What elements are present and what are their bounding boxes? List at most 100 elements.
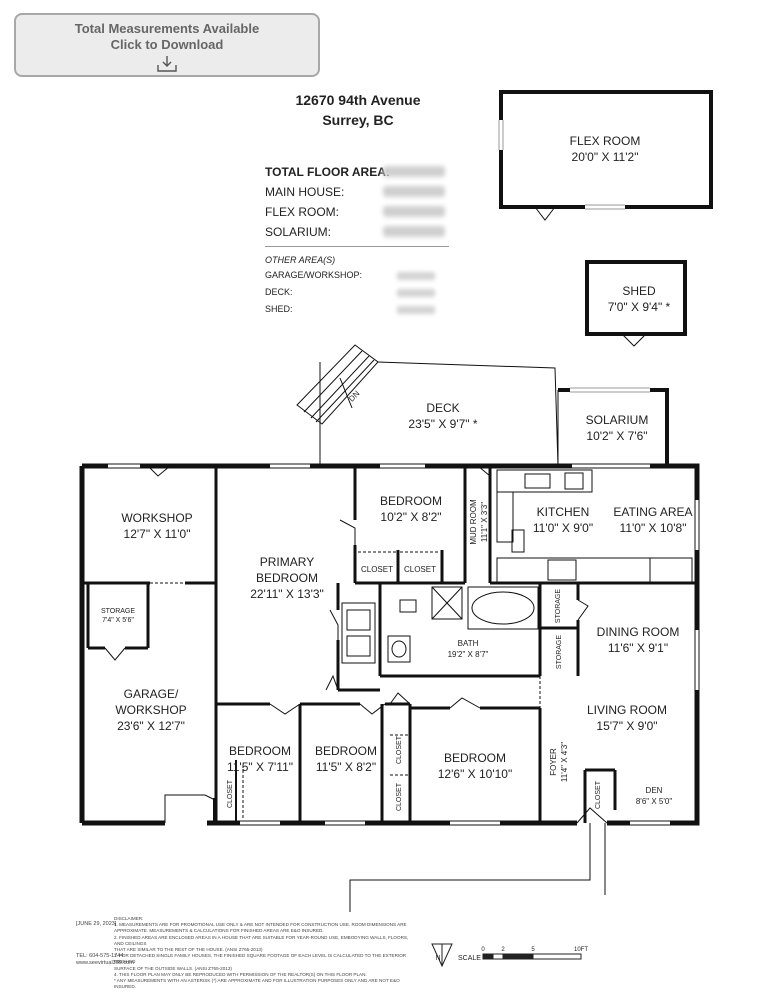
disclaimer-line: 1. MEASUREMENTS ARE FOR PROMOTIONAL USE …	[114, 922, 407, 928]
deck-row: DECK:	[265, 284, 455, 301]
total-floor-area-row: TOTAL FLOOR AREA:	[265, 162, 455, 182]
redacted-value	[383, 206, 445, 217]
kitchen-counters	[496, 469, 693, 583]
closet-label: CLOSET	[227, 779, 234, 808]
redacted-value	[397, 289, 435, 297]
main-house-label: MAIN HOUSE:	[265, 185, 345, 199]
deck-outline	[319, 361, 559, 467]
download-icon	[157, 56, 177, 72]
redacted-value	[397, 306, 435, 314]
shed-walls	[585, 260, 687, 336]
disclaimer-line: 3. FOR DETACHED SINGLE FAMILY HOUSES, TH…	[114, 953, 407, 965]
disclaimer-title: DISCLAIMER:	[114, 916, 144, 921]
other-areas-heading: OTHER AREA(S)	[265, 255, 336, 265]
deck-name: DECK	[426, 401, 459, 415]
download-button-line1: Total Measurements Available	[74, 21, 260, 36]
primary-bedroom-name2: BEDROOM	[256, 571, 318, 585]
scale-tick-0: 0	[481, 947, 485, 953]
garage-name2: WORKSHOP	[115, 703, 186, 717]
scale-tick-2: 2	[501, 947, 505, 953]
contact-info: TEL: 604-575-1744 www.seevirtual360.com	[76, 953, 134, 967]
workshop-name: WORKSHOP	[121, 511, 192, 525]
scale-tick-10: 10FT	[574, 947, 588, 953]
bedroom-3-name: BEDROOM	[444, 751, 506, 765]
bedroom-top-dims: 10'2" X 8'2"	[380, 510, 441, 524]
scale-tick-5: 5	[531, 947, 535, 953]
bedroom-1-name: BEDROOM	[229, 744, 291, 758]
compass-icon	[431, 943, 453, 968]
bath-dims: 19'2" X 8'7"	[448, 650, 489, 659]
bedroom-3-dims: 12'6" X 10'10"	[438, 767, 513, 781]
front-walkway	[349, 823, 606, 912]
garage-name1: GARAGE/	[124, 687, 179, 701]
den-dims: 8'6" X 5'0"	[636, 797, 672, 806]
disclaimer-line: * ANY MEASUREMENTS WITH AN ASTERISK (*) …	[114, 978, 400, 990]
deck-dims: 23'5" X 9'7" *	[408, 417, 477, 431]
workshop-dims: 12'7" X 11'0"	[124, 527, 191, 541]
bedroom-top-name: BEDROOM	[380, 494, 442, 508]
shed-label: SHED:	[265, 304, 293, 314]
den-name: DEN	[646, 786, 663, 795]
primary-bedroom-name1: PRIMARY	[260, 555, 314, 569]
flex-room-label: FLEX ROOM:	[265, 205, 340, 219]
total-floor-area-label: TOTAL FLOOR AREA:	[265, 165, 390, 179]
main-house-row: MAIN HOUSE:	[265, 182, 455, 202]
divider	[265, 246, 449, 247]
storage-garage-name: STORAGE	[101, 608, 135, 615]
living-room-dims: 15'7" X 9'0"	[596, 719, 657, 733]
mud-room-dims: 11'1" X 3'3"	[480, 502, 489, 542]
garage-label: GARAGE/WORKSHOP:	[265, 270, 363, 280]
deck-label: DECK:	[265, 287, 293, 297]
eating-area-dims: 11'0" X 10'8"	[620, 521, 687, 535]
deck-stairs	[296, 344, 379, 425]
solarium-name: SOLARIUM	[586, 413, 649, 427]
disclaimer-line: APPROXIMATE. MEASUREMENTS & CALCULATIONS…	[114, 928, 324, 934]
solarium-walls	[558, 388, 669, 466]
scale-bar	[482, 953, 582, 960]
foyer-dims: 11'4" X 4'3"	[560, 742, 569, 782]
solarium-label: SOLARIUM:	[265, 225, 332, 239]
closet-label: CLOSET	[396, 735, 403, 764]
disclaimer: DISCLAIMER: 1. MEASUREMENTS ARE FOR PROM…	[114, 916, 414, 990]
redacted-value	[383, 166, 445, 177]
garage-row: GARAGE/WORKSHOP:	[265, 267, 455, 284]
mud-room-name: MUD ROOM	[469, 499, 478, 545]
solarium-dims: 10'2" X 7'6"	[586, 429, 647, 443]
disclaimer-line: SURFACE OF THE OUTSIDE WALLS. (ANSI Z765…	[114, 965, 232, 971]
shed-name: SHED	[622, 284, 656, 298]
shed-dims: 7'0" X 9'4" *	[608, 300, 671, 314]
plan-date: [JUNE 29, 2023]	[76, 921, 117, 927]
redacted-value	[383, 226, 445, 237]
solarium-row: SOLARIUM:	[265, 222, 455, 242]
redacted-value	[397, 272, 435, 280]
flex-room-dims: 20'0" X 11'2"	[572, 150, 639, 164]
property-address: 12670 94th Avenue Surrey, BC	[268, 90, 448, 130]
dining-room-name: DINING ROOM	[597, 625, 680, 639]
compass-label: N	[435, 955, 440, 962]
redacted-value	[383, 186, 445, 197]
living-room-name: LIVING ROOM	[587, 703, 667, 717]
download-measurements-button[interactable]: Total Measurements Available Click to Do…	[14, 13, 320, 77]
bedroom-2-dims: 11'5" X 8'2"	[316, 760, 376, 774]
scale-label: SCALE	[458, 955, 481, 962]
flex-room-name: FLEX ROOM	[570, 134, 641, 148]
bath-name: BATH	[458, 639, 479, 648]
closet-label: CLOSET	[595, 780, 602, 809]
disclaimer-line: 4. THIS FLOOR PLAN MAY ONLY BE REPRODUCE…	[114, 971, 367, 977]
storage-garage-dims: 7'4" X 5'6"	[102, 617, 134, 624]
shed-row: SHED:	[265, 301, 455, 318]
kitchen-dims: 11'0" X 9'0"	[533, 521, 593, 535]
contact-tel: TEL: 604-575-1744	[76, 953, 124, 959]
bedroom-2-name: BEDROOM	[315, 744, 377, 758]
storage-label: STORAGE	[556, 635, 563, 669]
garage-dims: 23'6" X 12'7"	[117, 719, 185, 733]
storage-label: STORAGE	[555, 589, 562, 623]
bath-fixtures	[341, 586, 539, 664]
contact-web: www.seevirtual360.com	[76, 960, 134, 966]
area-summary: TOTAL FLOOR AREA: MAIN HOUSE: FLEX ROOM:…	[265, 162, 455, 318]
address-street: 12670 94th Avenue	[295, 92, 421, 108]
disclaimer-line: 2. FINISHED AREAS ARE ENCLOSED AREAS IN …	[114, 934, 409, 946]
primary-bedroom-dims: 22'11" X 13'3"	[250, 587, 324, 601]
dining-room-dims: 11'6" X 9'1"	[608, 641, 668, 655]
